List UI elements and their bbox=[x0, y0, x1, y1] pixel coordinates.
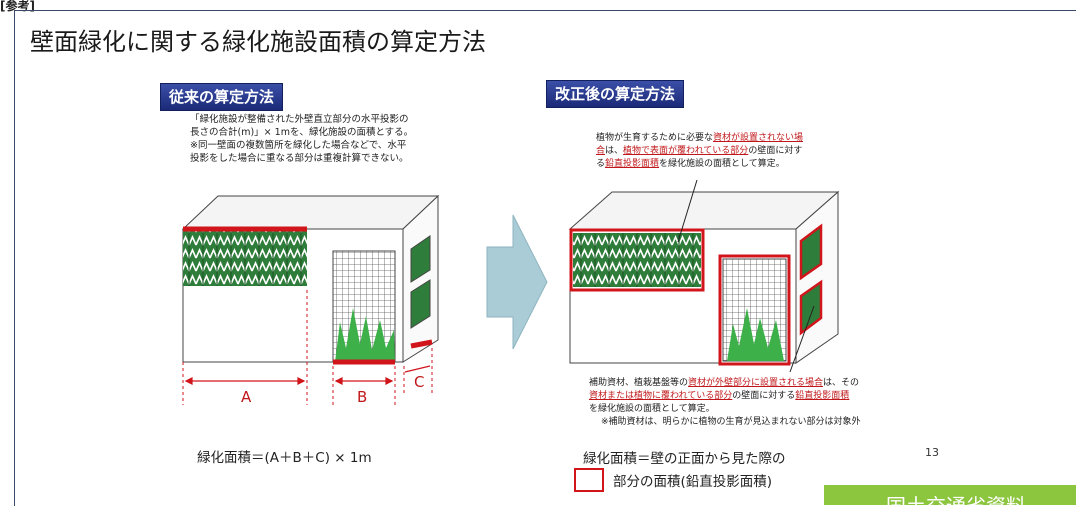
right-top-note-line-1: 植物が生育するために必要な資材が設置されない場 bbox=[596, 133, 804, 143]
slide-frame bbox=[14, 10, 1076, 506]
left-section-heading: 従来の算定方法 bbox=[160, 83, 284, 111]
green-wall-panel-a bbox=[183, 229, 307, 286]
counted-area-trellis bbox=[718, 254, 791, 366]
right-formula-line-1: 緑化面積＝壁の正面から見た際の bbox=[583, 451, 786, 467]
left-note: 「緑化施設が整備された外壁直立部分の水平投影の 長さの合計(m)」× 1mを、緑… bbox=[190, 113, 413, 165]
right-bottom-note: 補助資材、植栽基盤等の資材が外壁部分に設置される場合は、その 資材または植物に覆… bbox=[589, 377, 861, 429]
right-bottom-note-line-4: ※補助資材は、明らかに植物の生育が見込まれない部分は対象外 bbox=[601, 417, 861, 427]
left-note-line-3: ※同一壁面の複数箇所を緑化した場合などで、水平 bbox=[190, 140, 407, 151]
right-top-note-line-3: る鉛直投影面積を緑化施設の面積として算定。 bbox=[596, 159, 785, 169]
left-formula: 緑化面積＝(A＋B＋C) × 1m bbox=[197, 450, 372, 466]
source-badge: 国土交通省資料 bbox=[824, 485, 1076, 505]
transition-arrow bbox=[486, 214, 548, 350]
page-number: 13 bbox=[925, 446, 939, 459]
right-formula-line-2: 部分の面積(鉛直投影面積) bbox=[613, 474, 773, 490]
right-bottom-note-line-1: 補助資材、植栽基盤等の資材が外壁部分に設置される場合は、その bbox=[589, 378, 860, 388]
dimension-c-label: C bbox=[414, 373, 425, 391]
left-building bbox=[181, 194, 440, 405]
right-section-heading: 改正後の算定方法 bbox=[546, 80, 685, 108]
left-note-line-1: 「緑化施設が整備された外壁直立部分の水平投影の bbox=[190, 114, 409, 125]
right-bottom-note-line-2: 資材または植物に覆われている部分の壁面に対する鉛直投影面積 bbox=[589, 391, 850, 401]
corner-label: [参考] bbox=[0, 0, 35, 13]
right-bottom-note-line-3: を緑化施設の面積として算定。 bbox=[589, 404, 715, 414]
page-title: 壁面緑化に関する緑化施設面積の算定方法 bbox=[30, 28, 486, 56]
right-top-note-line-2: 合は、植物で表面が覆われている部分の壁面に対す bbox=[596, 146, 803, 156]
counted-area-green-panel bbox=[569, 228, 705, 292]
dimension-a-label: A bbox=[241, 388, 252, 406]
source-badge-label: 国土交通省資料 bbox=[886, 490, 1026, 505]
red-outline-legend-box bbox=[574, 468, 604, 492]
dimension-b-label: B bbox=[357, 388, 368, 406]
right-top-note: 植物が生育するために必要な資材が設置されない場 合は、植物で表面が覆われている部… bbox=[596, 132, 803, 171]
right-building bbox=[568, 179, 840, 373]
left-note-line-2: 長さの合計(m)」× 1mを、緑化施設の面積とする。 bbox=[190, 127, 414, 138]
left-note-line-4: 投影をした場合に重なる部分は重複計算できない。 bbox=[190, 153, 409, 164]
